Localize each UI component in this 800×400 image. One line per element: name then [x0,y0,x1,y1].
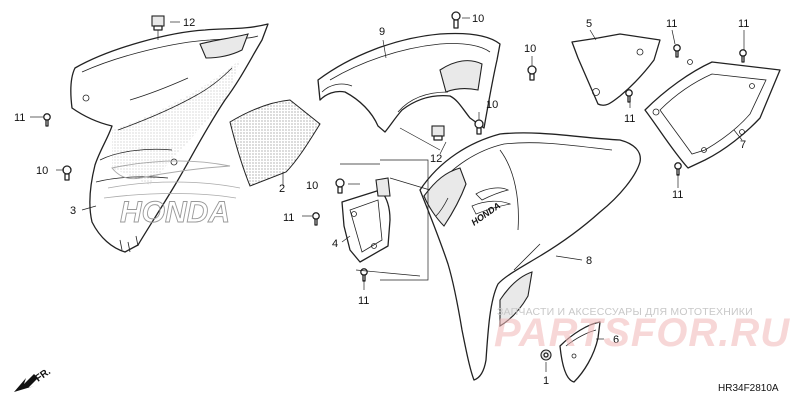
callout-11g: 11 [672,189,683,201]
part-6-small-cover [559,321,601,383]
callout-10d: 10 [306,180,318,192]
callout-8: 8 [586,255,592,267]
callout-10c: 10 [486,99,498,111]
callout-12b: 12 [430,153,442,165]
part-8-main-cover: HONDA [419,132,641,381]
direction-label: FR. [33,366,53,384]
part-5-plate [571,33,661,106]
watermark-site: PARTSFOR.RU [494,311,790,355]
callout-12a: 12 [183,17,195,29]
callout-4: 4 [332,238,338,250]
arrow-icon [14,374,38,392]
front-direction: FR. [14,366,53,392]
callout-10b: 10 [524,43,536,55]
watermark-tagline: ЗАПЧАСТИ И АКСЕССУАРЫ ДЛЯ МОТОТЕХНИКИ [497,306,753,318]
part-9-upper-cover [317,32,501,133]
bolt-10a [451,11,461,29]
callout-2: 2 [279,183,285,195]
callout-7: 7 [740,139,746,151]
callout-11a: 11 [14,112,25,124]
part-2-decal [229,99,321,187]
callout-10a: 10 [472,13,484,25]
callout-6: 6 [613,334,619,346]
callout-11d: 11 [666,18,677,30]
part-4-bracket [341,177,391,263]
clip-12a [151,15,165,31]
grommet-1 [540,349,552,361]
callout-9: 9 [379,26,385,38]
callout-3: 3 [70,205,76,217]
brand-logo-left: HONDA [120,196,230,229]
callouts: 12 11 10 3 2 9 10 10 10 12 5 11 11 11 7 … [14,13,749,387]
clip-12b [431,125,445,141]
callout-11c: 11 [358,295,369,307]
screw-11d [673,44,681,58]
bolt-10b [527,65,537,81]
bolt-10c [474,119,484,135]
screw-11e [739,49,747,63]
diagram-code: HR34F2810A [718,383,779,394]
part-7-bracket [644,59,781,169]
watermark: ЗАПЧАСТИ И АКСЕССУАРЫ ДЛЯ МОТОТЕХНИКИ PA… [494,306,790,355]
fasteners [43,11,747,361]
callout-11e: 11 [738,18,749,30]
callout-1: 1 [543,375,549,387]
bolt-10d [335,178,345,194]
callout-10e: 10 [36,165,48,177]
screw-11f [625,89,633,103]
part-3-left-cover: HONDA [70,23,269,253]
screw-11a [43,113,51,127]
bolt-10e [62,165,72,181]
screw-11b [312,212,320,226]
screw-11g [674,162,682,176]
leader-lines [30,17,745,372]
callout-11f: 11 [624,113,635,125]
callout-11b: 11 [283,212,294,224]
callout-5: 5 [586,18,592,30]
